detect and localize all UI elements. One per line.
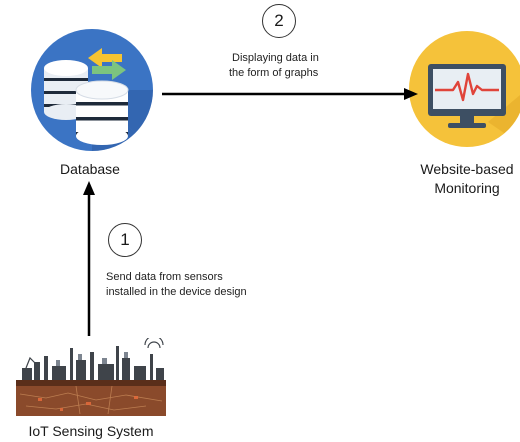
database-icon (31, 29, 153, 151)
step-1-text-line2: installed in the device design (106, 286, 247, 298)
iot-node (16, 338, 166, 416)
monitor-chart-icon (409, 31, 520, 147)
arrow-iot-to-db (83, 181, 95, 336)
industrial-plant-icon (16, 338, 166, 416)
step-2-text-line2: the form of graphs (229, 67, 319, 79)
website-label-line2: Monitoring (434, 180, 500, 196)
step-1-text-line1: Send data from sensors (106, 271, 223, 283)
website-node (408, 30, 520, 148)
step-2-text-line1: Displaying data in (232, 52, 319, 64)
database-label: Database (60, 161, 120, 177)
database-node (30, 28, 154, 152)
step-1-badge: 1 (108, 223, 142, 257)
iot-label: IoT Sensing System (28, 423, 154, 439)
website-label-line1: Website-based (420, 161, 514, 177)
step-2-badge: 2 (262, 4, 296, 38)
arrow-db-to-website (162, 88, 418, 100)
